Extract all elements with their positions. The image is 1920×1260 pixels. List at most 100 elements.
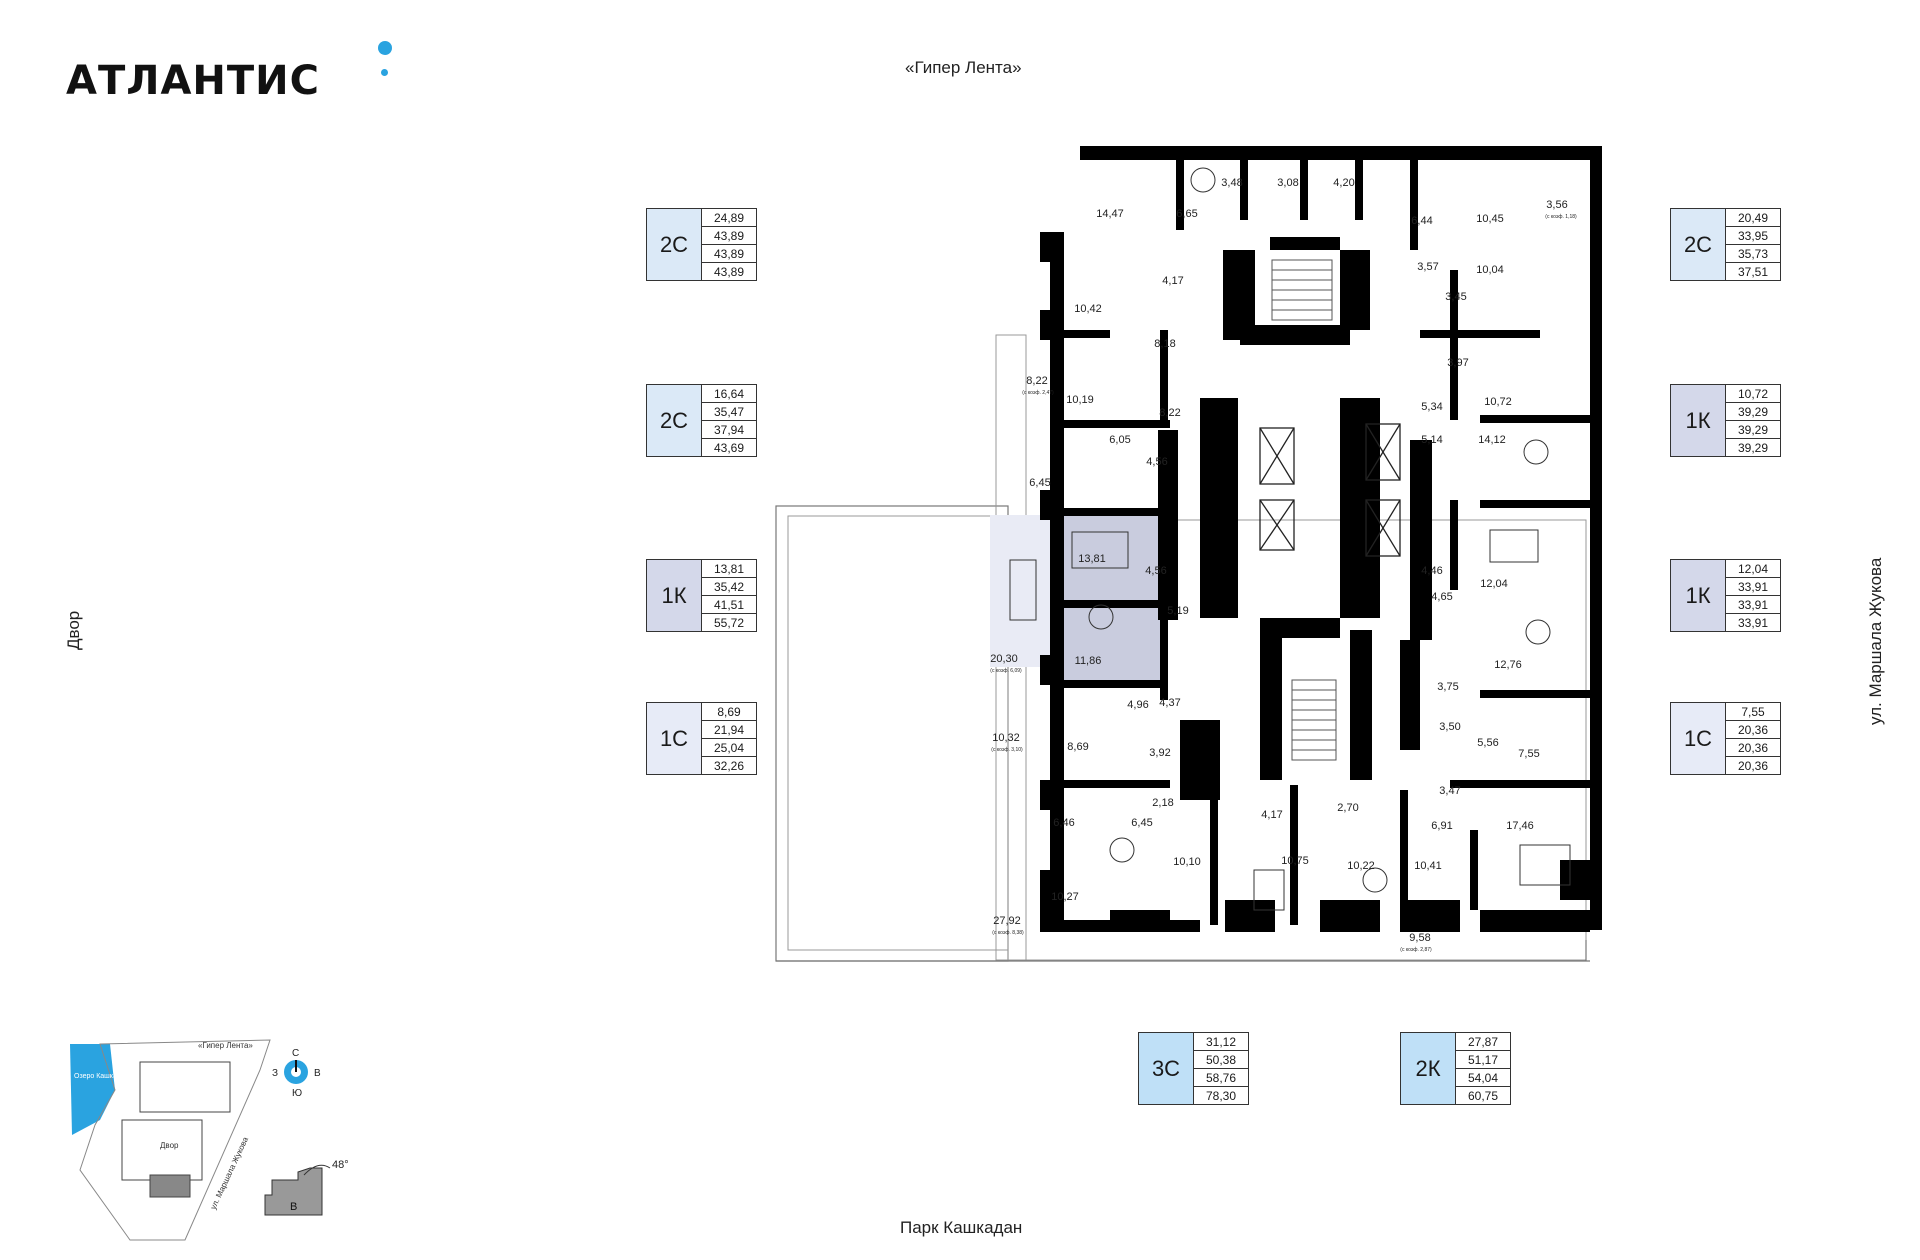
room-area-label: 10,32 <box>992 732 1020 744</box>
room-area-label: (с коэф. 2,87) <box>1400 947 1432 953</box>
apt-value: 21,94 <box>702 721 756 739</box>
apt-value: 54,04 <box>1456 1069 1510 1087</box>
apt-card-right-2[interactable]: 1К 10,72 39,29 39,29 39,29 <box>1670 384 1781 457</box>
room-area-label: 14,47 <box>1096 208 1124 220</box>
compass-north: С <box>292 1048 299 1059</box>
room-area-label: 12,76 <box>1494 659 1522 671</box>
room-area-label: 13,81 <box>1078 553 1106 565</box>
highlight-kitchen <box>1054 604 1160 682</box>
compass-west: З <box>272 1068 278 1079</box>
room-area-label: 4,56 <box>1146 456 1167 468</box>
apt-value: 35,42 <box>702 578 756 596</box>
walls <box>1040 146 1602 932</box>
room-area-label: 10,19 <box>1066 394 1094 406</box>
apt-value: 24,89 <box>702 209 756 227</box>
apt-value: 35,73 <box>1726 245 1780 263</box>
apt-card-bottom-1[interactable]: 3С 31,12 50,38 58,76 78,30 <box>1138 1032 1249 1105</box>
apt-value: 12,04 <box>1726 560 1780 578</box>
room-area-label: 4,17 <box>1261 809 1282 821</box>
minimap: «Гипер Лента» Озеро Кашкадан Двор ул. Ма… <box>70 1039 349 1241</box>
room-area-label: 4,17 <box>1162 275 1183 287</box>
apt-value: 10,72 <box>1726 385 1780 403</box>
highlight-bedroom <box>1054 515 1166 604</box>
room-area-label: 6,44 <box>1411 215 1432 227</box>
apt-value: 33,91 <box>1726 578 1780 596</box>
apt-card-left-4[interactable]: 1С 8,69 21,94 25,04 32,26 <box>646 702 757 775</box>
room-area-label: 10,75 <box>1281 855 1309 867</box>
apt-value: 20,49 <box>1726 209 1780 227</box>
apt-value: 55,72 <box>713 615 745 630</box>
apt-type: 1С <box>647 703 702 774</box>
room-area-label: 4,46 <box>1421 565 1442 577</box>
room-area-label: 6,91 <box>1431 820 1452 832</box>
room-area-label: 10,72 <box>1484 396 1512 408</box>
room-area-label: 3,08 <box>1277 177 1298 189</box>
room-area-label: (с коэф. 2,47) <box>1022 390 1054 396</box>
room-area-label: 14,12 <box>1478 434 1506 446</box>
apt-value: 33,91 <box>1726 596 1780 614</box>
room-area-label: 4,96 <box>1127 699 1148 711</box>
room-area-label: 6,46 <box>1053 817 1074 829</box>
room-area-label: 6,65 <box>1176 208 1197 220</box>
room-area-label: 27,92 <box>993 915 1021 927</box>
minimap-label-lake: Озеро Кашкадан <box>74 1073 129 1080</box>
apt-card-right-4[interactable]: 1С 7,55 20,36 20,36 20,36 <box>1670 702 1781 775</box>
apt-card-right-3[interactable]: 1К 12,04 33,91 33,91 33,91 <box>1670 559 1781 632</box>
room-area-label: 11,86 <box>1075 655 1102 667</box>
room-area-label: (с коэф. 3,10) <box>991 747 1023 753</box>
room-area-label: 10,41 <box>1414 860 1442 872</box>
apt-value: 50,38 <box>1194 1051 1248 1069</box>
apt-type: 2К <box>1401 1033 1456 1104</box>
room-area-label: 17,46 <box>1506 820 1534 832</box>
room-area-label: 20,30 <box>990 653 1018 665</box>
apt-value: 35,47 <box>702 403 756 421</box>
apt-value: 7,55 <box>1726 703 1780 721</box>
room-area-label: 4,56 <box>1145 565 1166 577</box>
highlight-terrace <box>990 515 1052 667</box>
apt-card-left-3[interactable]: 1К 13,81 35,42 41,51 55,72 <box>646 559 757 632</box>
apt-card-bottom-2[interactable]: 2К 27,87 51,17 54,04 60,75 <box>1400 1032 1511 1105</box>
compass-south: Ю <box>292 1088 302 1099</box>
apt-type: 3С <box>1139 1033 1194 1104</box>
apt-value: 32,26 <box>713 758 745 773</box>
room-area-label: 3,48 <box>1221 177 1242 189</box>
apt-card-left-1[interactable]: 2С 24,89 43,89 43,89 43,89 <box>646 208 757 281</box>
apt-value: 39,29 <box>1737 440 1769 455</box>
apt-value: 43,89 <box>702 227 756 245</box>
apt-type: 2С <box>647 385 702 456</box>
apt-value: 20,36 <box>1726 721 1780 739</box>
room-area-label: 5,56 <box>1477 737 1498 749</box>
apt-type: 1К <box>1671 560 1726 631</box>
room-area-label: 3,97 <box>1447 357 1468 369</box>
room-area-label: 9,58 <box>1409 932 1430 944</box>
apt-value: 33,91 <box>1737 615 1769 630</box>
street-bottom-label: Парк Кашкадан <box>900 1218 1023 1237</box>
apt-value: 25,04 <box>702 739 756 757</box>
room-area-label: 5,19 <box>1167 605 1188 617</box>
apt-value: 37,94 <box>702 421 756 439</box>
apt-card-right-1[interactable]: 2С 20,49 33,95 35,73 37,51 <box>1670 208 1781 281</box>
room-area-label: 4,65 <box>1431 591 1452 603</box>
room-area-label: 3,56 <box>1546 199 1567 211</box>
furniture <box>1009 167 1571 911</box>
apt-value: 39,29 <box>1726 421 1780 439</box>
apt-value: 33,95 <box>1726 227 1780 245</box>
street-top-label: «Гипер Лента» <box>905 58 1022 77</box>
room-area-label: (с коэф. 6,09) <box>990 668 1022 674</box>
room-area-label: 10,04 <box>1476 264 1504 276</box>
room-area-label: 2,18 <box>1152 797 1173 809</box>
apt-value: 39,29 <box>1726 403 1780 421</box>
minimap-label-yard: Двор <box>160 1141 179 1150</box>
apt-card-left-2[interactable]: 2С 16,64 35,47 37,94 43,69 <box>646 384 757 457</box>
room-area-label: 4,37 <box>1159 697 1180 709</box>
room-area-label: 3,57 <box>1417 261 1438 273</box>
room-area-label: 8,69 <box>1067 741 1088 753</box>
apt-value: 43,69 <box>713 440 745 455</box>
logo: АТЛАНТИС <box>66 58 321 104</box>
room-area-label: 3,45 <box>1445 291 1466 303</box>
apt-value: 27,87 <box>1456 1033 1510 1051</box>
apt-type: 2С <box>1671 209 1726 280</box>
room-area-label: 6,45 <box>1029 477 1050 489</box>
building-marker: В <box>290 1201 297 1213</box>
